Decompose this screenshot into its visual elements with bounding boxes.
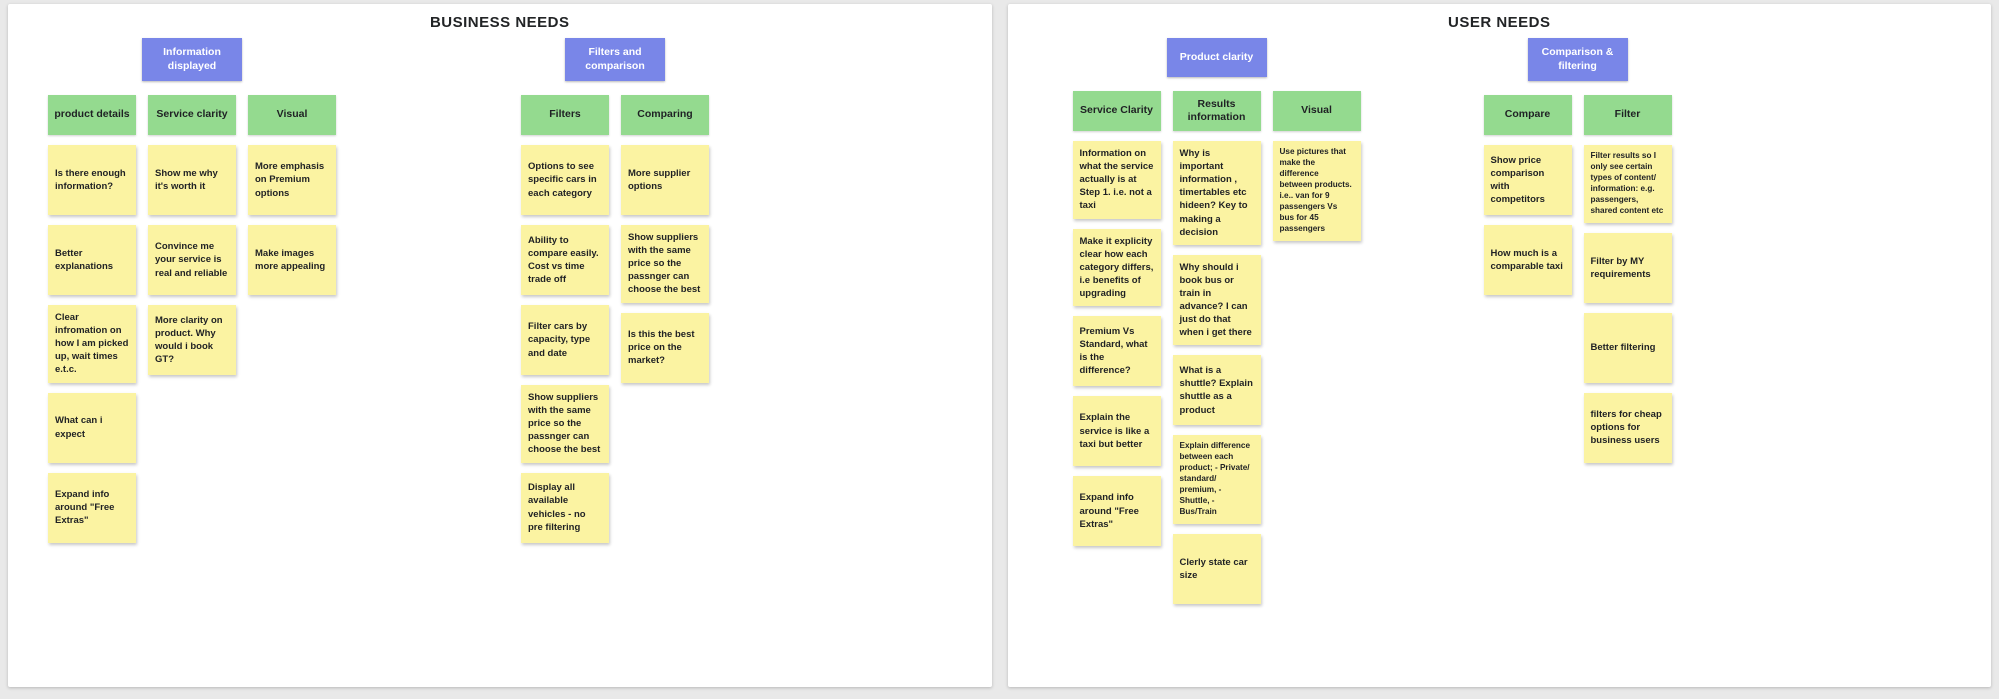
category-card-information-displayed[interactable]: Information displayed — [142, 38, 242, 81]
subcategory-card-filters[interactable]: Filters — [521, 95, 609, 135]
panel-user-needs: USER NEEDS Product clarity Service Clari… — [1007, 4, 1991, 687]
subcategory-card-compare[interactable]: Compare — [1483, 95, 1572, 135]
sticky-note[interactable]: Better filtering — [1583, 312, 1672, 383]
subcategory-card-visual[interactable]: Visual — [1272, 91, 1361, 131]
sticky-note[interactable]: Clear infromation on how I am picked up,… — [48, 305, 136, 383]
sticky-note[interactable]: Is there enough information? — [48, 145, 136, 215]
sticky-note[interactable]: Display all available vehicles - no pre … — [521, 472, 609, 543]
cluster-comparison-and-filtering: Comparison & filtering Compare Show pric… — [1483, 38, 1672, 463]
column-visual: Visual Use pictures that make the differ… — [1272, 91, 1361, 241]
subcategory-card-service-clarity[interactable]: Service Clarity — [1072, 91, 1161, 131]
sticky-note[interactable]: Use pictures that make the difference be… — [1272, 141, 1361, 241]
category-card-comparison-and-filtering[interactable]: Comparison & filtering — [1527, 38, 1628, 81]
subcategory-card-comparing[interactable]: Comparing — [621, 95, 709, 135]
panel-business-needs: BUSINESS NEEDS Information displayed pro… — [8, 4, 992, 687]
column-results-information: Results information Why is important inf… — [1172, 91, 1261, 605]
cluster-header: Product clarity — [1073, 38, 1361, 77]
cluster-information-displayed: Information displayed product details Is… — [48, 38, 336, 543]
sticky-note[interactable]: Show suppliers with the same price so th… — [521, 385, 609, 463]
category-card-filters-and-comparison[interactable]: Filters and comparison — [565, 38, 665, 81]
column-service-clarity: Service clarity Show me why it's worth i… — [148, 95, 236, 375]
subcategory-card-filter[interactable]: Filter — [1583, 95, 1672, 135]
column-filters: Filters Options to see specific cars in … — [521, 95, 609, 543]
subcategory-card-product-details[interactable]: product details — [48, 95, 136, 135]
cluster-product-clarity: Product clarity Service Clarity Informat… — [1072, 38, 1361, 605]
sticky-note[interactable]: Options to see specific cars in each cat… — [521, 145, 609, 215]
sticky-note[interactable]: Better explanations — [48, 225, 136, 295]
sticky-note[interactable]: Expand info around "Free Extras" — [48, 472, 136, 543]
sticky-note[interactable]: Filter by MY requirements — [1583, 232, 1672, 303]
sticky-note[interactable]: Clerly state car size — [1172, 534, 1261, 605]
cluster-columns: Service Clarity Information on what the … — [1072, 91, 1361, 605]
sticky-note[interactable]: Premium Vs Standard, what is the differe… — [1072, 316, 1161, 387]
sticky-note[interactable]: Expand info around "Free Extras" — [1072, 476, 1161, 547]
sticky-note[interactable]: Convince me your service is real and rel… — [148, 225, 236, 295]
cluster-header: Comparison & filtering — [1484, 38, 1672, 81]
subcategory-card-visual[interactable]: Visual — [248, 95, 336, 135]
sticky-note[interactable]: What can i expect — [48, 392, 136, 463]
sticky-note[interactable]: Why is important information , timertabl… — [1172, 141, 1261, 245]
sticky-note[interactable]: Make it explicity clear how each categor… — [1072, 228, 1161, 307]
sticky-note[interactable]: More emphasis on Premium options — [248, 145, 336, 215]
column-comparing: Comparing More supplier options Show sup… — [621, 95, 709, 383]
sticky-note[interactable]: Filter cars by capacity, type and date — [521, 305, 609, 375]
page-title-business-needs: BUSINESS NEEDS — [429, 14, 570, 31]
sticky-note[interactable]: Explain the service is like a taxi but b… — [1072, 396, 1161, 467]
sticky-note[interactable]: Is this the best price on the market? — [621, 312, 709, 383]
sticky-note[interactable]: Why should i book bus or train in advanc… — [1172, 254, 1261, 346]
subcategory-card-results-information[interactable]: Results information — [1172, 91, 1261, 131]
page-title-user-needs: USER NEEDS — [1447, 14, 1551, 31]
sticky-note[interactable]: filters for cheap options for business u… — [1583, 392, 1672, 463]
sticky-note[interactable]: What is a shuttle? Explain shuttle as a … — [1172, 355, 1261, 426]
column-filter: Filter Filter results so I only see cert… — [1583, 95, 1672, 463]
cluster-header: Information displayed — [48, 38, 336, 81]
sticky-note[interactable]: Ability to compare easily. Cost vs time … — [521, 225, 609, 295]
sticky-note[interactable]: More supplier options — [621, 145, 709, 215]
cluster-columns: Filters Options to see specific cars in … — [521, 95, 709, 543]
sticky-note[interactable]: More clarity on product. Why would i boo… — [148, 305, 236, 375]
sticky-note[interactable]: Explain difference between each product;… — [1172, 435, 1261, 525]
sticky-note[interactable]: Show price comparison with competitors — [1483, 145, 1572, 215]
column-service-clarity: Service Clarity Information on what the … — [1072, 91, 1161, 547]
column-compare: Compare Show price comparison with compe… — [1483, 95, 1572, 295]
sticky-note[interactable]: Show suppliers with the same price so th… — [621, 225, 709, 303]
sticky-note[interactable]: How much is a comparable taxi — [1483, 225, 1572, 295]
subcategory-card-service-clarity[interactable]: Service clarity — [148, 95, 236, 135]
cluster-columns: Compare Show price comparison with compe… — [1483, 95, 1672, 463]
cluster-header: Filters and comparison — [521, 38, 709, 81]
category-card-product-clarity[interactable]: Product clarity — [1166, 38, 1267, 77]
column-visual: Visual More emphasis on Premium options … — [248, 95, 336, 295]
sticky-note[interactable]: Make images more appealing — [248, 225, 336, 295]
cluster-filters-and-comparison: Filters and comparison Filters Options t… — [521, 38, 709, 543]
sticky-note[interactable]: Show me why it's worth it — [148, 145, 236, 215]
sticky-note[interactable]: Filter results so I only see certain typ… — [1583, 145, 1672, 223]
cluster-columns: product details Is there enough informat… — [48, 95, 336, 543]
column-product-details: product details Is there enough informat… — [48, 95, 136, 543]
sticky-note[interactable]: Information on what the service actually… — [1072, 141, 1161, 219]
